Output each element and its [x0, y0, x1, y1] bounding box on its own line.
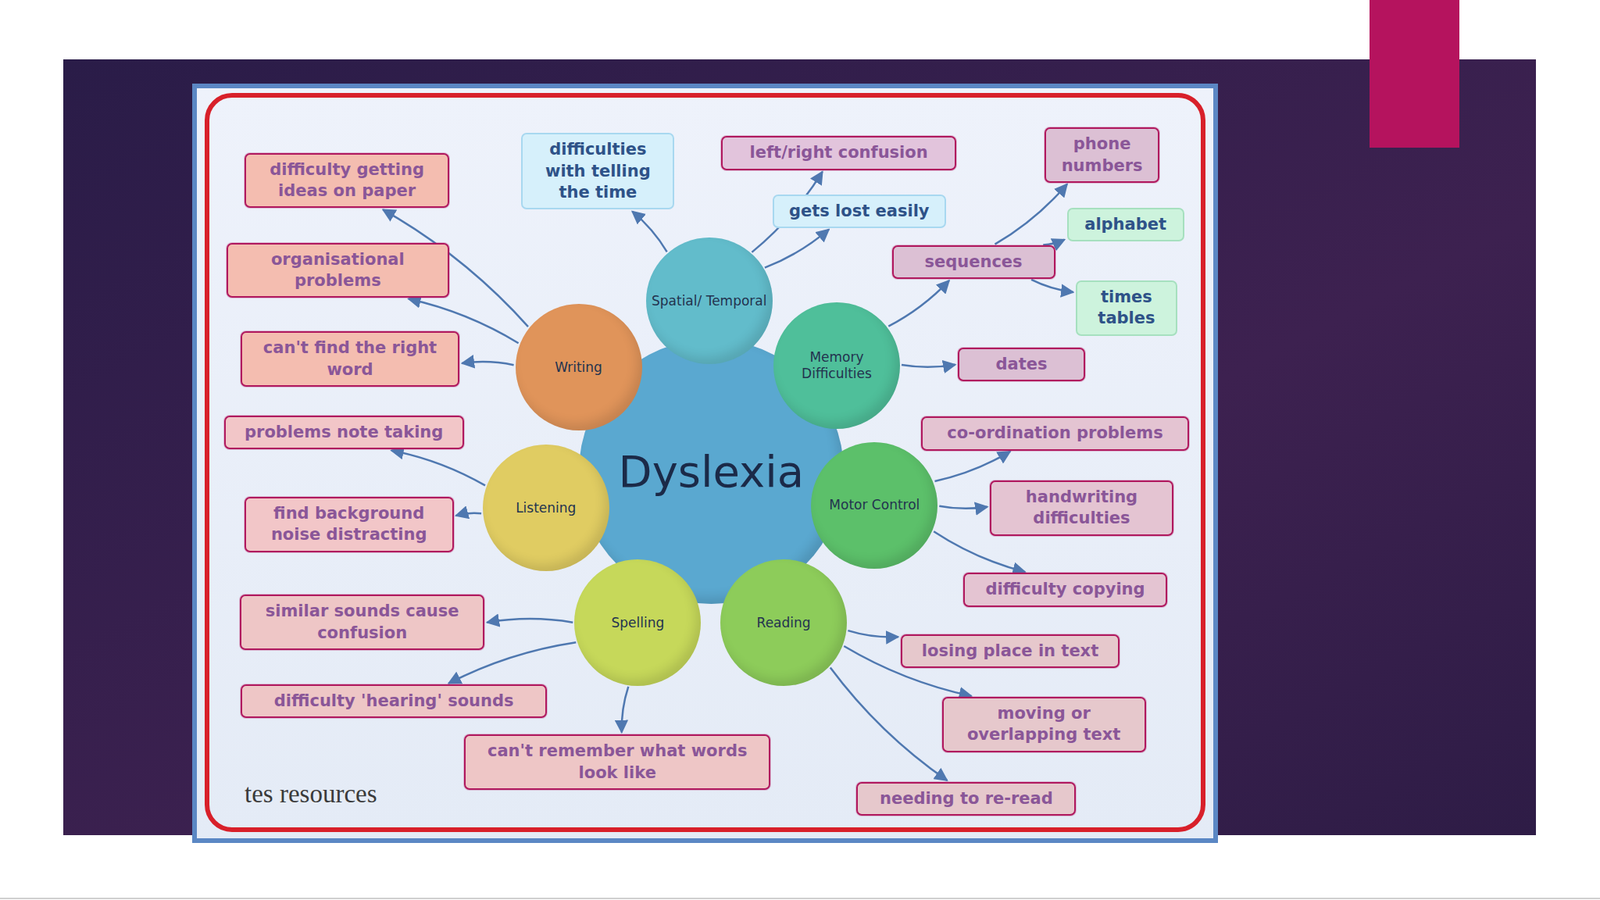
symptom-box: can't find the right word — [240, 331, 461, 387]
symptom-box: losing place in text — [900, 634, 1121, 668]
node-text: Reading — [757, 614, 811, 631]
node-text: co-ordination problems — [929, 422, 1180, 444]
node-text: Memory Difficulties — [773, 349, 900, 382]
node-text: Spatial/ Temporal — [651, 292, 768, 309]
connector-arrow — [632, 211, 667, 253]
topic-circle: Listening — [482, 444, 610, 572]
connector-arrow — [933, 531, 1025, 572]
symptom-box: co-ordination problems — [921, 416, 1189, 450]
node-text: difficulties with telling the time — [529, 139, 666, 204]
connector-arrow — [995, 184, 1068, 245]
symptom-box: gets lost easily — [772, 194, 947, 229]
symptom-box: problems note taking — [224, 415, 465, 450]
node-text: difficulty copying — [971, 578, 1159, 600]
symptom-box: needing to re-read — [856, 782, 1076, 816]
symptom-box: moving or overlapping text — [942, 696, 1147, 753]
connector-arrow — [1042, 239, 1065, 246]
node-text: dates — [966, 353, 1077, 375]
node-text: handwriting difficulties — [998, 486, 1165, 530]
red-border — [207, 95, 1204, 830]
node-text: losing place in text — [909, 640, 1112, 662]
node-text: similar sounds cause confusion — [248, 600, 476, 644]
symptom-box: difficulty copying — [963, 572, 1168, 607]
topic-circle: Reading — [720, 559, 847, 686]
connector-arrow — [461, 361, 514, 365]
node-text: phone numbers — [1053, 133, 1150, 177]
topic-circle: Spatial/ Temporal — [646, 237, 773, 365]
footer-rule — [0, 897, 1600, 900]
node-text: find background noise distracting — [253, 503, 446, 547]
node-text: Dyslexia — [618, 445, 804, 498]
connector-arrow — [847, 630, 898, 637]
node-text: left/right confusion — [729, 142, 947, 164]
logo-text: tes resources — [244, 779, 378, 809]
connector-arrow — [621, 686, 629, 733]
symptom-box: organisational problems — [226, 242, 450, 299]
node-text: difficulty 'hearing' sounds — [249, 690, 539, 712]
node-text: gets lost easily — [781, 200, 938, 222]
topic-circle: Spelling — [574, 559, 701, 686]
symptom-box: similar sounds cause confusion — [239, 594, 485, 650]
symptom-box: find background noise distracting — [244, 496, 454, 553]
picture-ground — [196, 88, 1214, 839]
symptom-box: difficulties with telling the time — [521, 132, 675, 210]
node-text: difficulty getting ideas on paper — [253, 159, 440, 203]
node-text: times tables — [1084, 286, 1170, 330]
accent-bar — [1369, 0, 1460, 148]
connector-arrow — [764, 229, 829, 268]
connector-arrow — [939, 506, 988, 509]
node-text: organisational problems — [235, 249, 441, 293]
node-text: can't find the right word — [249, 337, 452, 381]
node-text: alphabet — [1075, 214, 1176, 236]
connector-arrow — [888, 280, 950, 327]
topic-circle: Motor Control — [810, 442, 938, 569]
symptom-box: difficulty getting ideas on paper — [244, 153, 449, 209]
symptom-box: sequences — [892, 245, 1056, 279]
topic-circle: Writing — [515, 303, 643, 431]
node-text: problems note taking — [232, 421, 456, 443]
symptom-box: difficulty 'hearing' sounds — [240, 684, 547, 718]
connector-arrow — [830, 667, 948, 781]
symptom-box: left/right confusion — [721, 135, 956, 170]
node-text: sequences — [900, 251, 1047, 273]
connector-arrow — [935, 451, 1011, 482]
symptom-box: alphabet — [1067, 207, 1185, 242]
symptom-box: times tables — [1075, 280, 1179, 336]
connector-arrow — [1031, 279, 1074, 293]
connector-arrow — [391, 450, 486, 486]
node-text: moving or overlapping text — [950, 703, 1138, 747]
symptom-box: phone numbers — [1044, 127, 1159, 183]
connector-arrow — [486, 618, 573, 623]
node-text: Writing — [554, 359, 603, 375]
picture-frame — [192, 83, 1218, 843]
topic-circle: Memory Difficulties — [773, 302, 900, 429]
node-text: Motor Control — [828, 496, 920, 513]
symptom-box: handwriting difficulties — [989, 480, 1174, 536]
node-text: Spelling — [610, 614, 665, 631]
connector-arrow — [456, 513, 483, 516]
node-text: needing to re-read — [864, 788, 1068, 810]
connector-arrow — [901, 364, 956, 368]
node-text: Listening — [515, 500, 576, 516]
symptom-box: dates — [957, 347, 1086, 382]
symptom-box: can't remember what words look like — [464, 734, 771, 790]
node-text: can't remember what words look like — [472, 740, 762, 784]
